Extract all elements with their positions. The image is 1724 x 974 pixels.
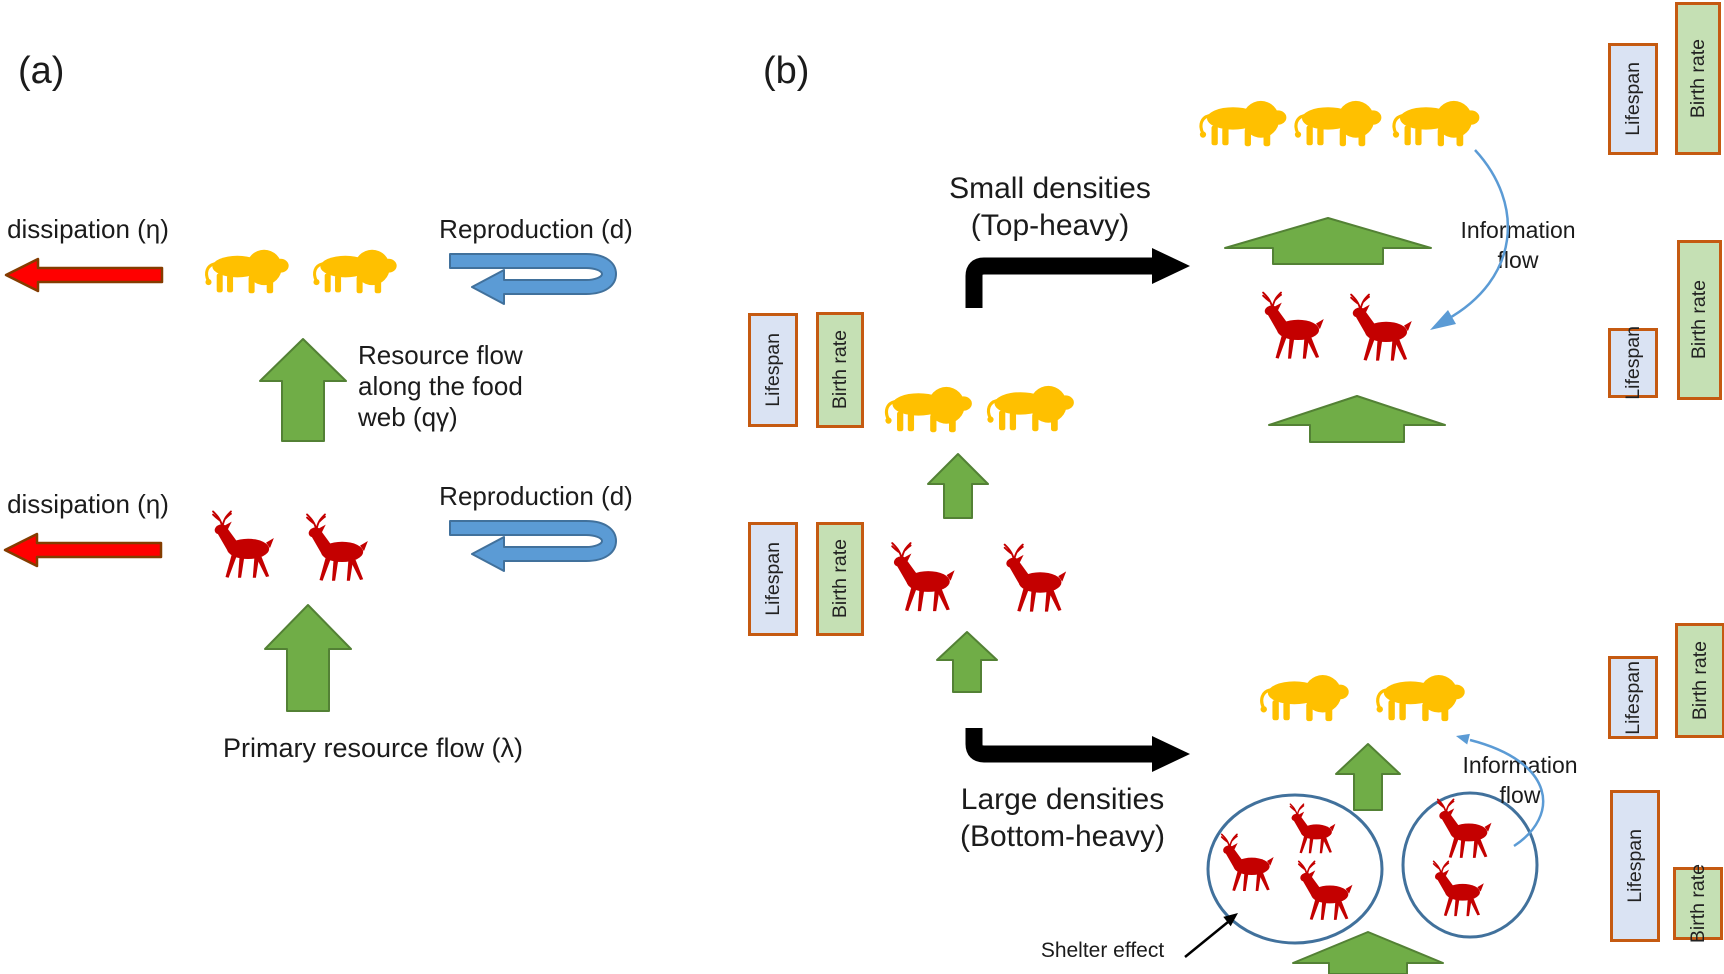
dissipation-arrow-predator-icon bbox=[4, 257, 164, 293]
reproduction-arrow-prey-icon bbox=[449, 520, 617, 572]
lion-icon bbox=[1257, 670, 1350, 723]
birth-rate-label: Birth rate bbox=[1688, 280, 1710, 360]
wide-up-arrow-icon bbox=[1224, 217, 1432, 265]
birth-rate-box: Birth rate bbox=[1677, 240, 1722, 400]
lion-icon bbox=[202, 245, 290, 295]
birth-rate-label: Birth rate bbox=[1686, 38, 1709, 119]
up-arrow-icon bbox=[1335, 743, 1401, 811]
small-densities-arrow-icon bbox=[965, 248, 1190, 308]
lifespan-label: Lifespan bbox=[1621, 326, 1644, 400]
reproduction-label-prey: Reproduction (d) bbox=[439, 481, 633, 511]
lifespan-label: Lifespan bbox=[761, 333, 784, 407]
lifespan-box: Lifespan bbox=[1610, 790, 1660, 942]
deer-icon bbox=[1278, 803, 1350, 855]
panel-a-label: (a) bbox=[18, 50, 65, 92]
reproduction-label-predator: Reproduction (d) bbox=[439, 214, 633, 244]
resource-flow-arrow-icon bbox=[259, 338, 347, 442]
information-flow-arrow-icon bbox=[1430, 149, 1510, 330]
lion-icon bbox=[310, 245, 398, 295]
lion-icon bbox=[880, 382, 975, 434]
deer-icon bbox=[1420, 860, 1500, 918]
birth-rate-box: Birth rate bbox=[1675, 623, 1724, 738]
shelter-effect-label: Shelter effect bbox=[1040, 939, 1165, 962]
information-flow-arrow-icon bbox=[1456, 733, 1545, 848]
deer-icon bbox=[300, 512, 378, 584]
small-densities-title: Small densities (Top-heavy) bbox=[920, 170, 1180, 244]
lifespan-box: Lifespan bbox=[1608, 656, 1658, 739]
shelter-circles-icon bbox=[1206, 791, 1539, 945]
deer-icon bbox=[206, 508, 284, 582]
deer-icon bbox=[1210, 833, 1288, 893]
information-flow-label: Information flow bbox=[1462, 752, 1578, 808]
lifespan-label: Lifespan bbox=[761, 542, 784, 616]
birth-rate-box: Birth rate bbox=[1675, 2, 1721, 155]
deer-icon bbox=[1255, 291, 1335, 361]
lion-icon bbox=[982, 381, 1077, 433]
deer-icon bbox=[1291, 860, 1363, 922]
deer-icon bbox=[1343, 293, 1423, 363]
dissipation-arrow-prey-icon bbox=[3, 532, 163, 568]
primary-resource-arrow-icon bbox=[264, 604, 352, 712]
up-arrow-icon bbox=[936, 631, 998, 693]
primary-resource-label: Primary resource flow (λ) bbox=[222, 733, 524, 763]
reproduction-arrow-predator-icon bbox=[449, 253, 617, 305]
lion-icon bbox=[1292, 96, 1382, 148]
lifespan-box: Lifespan bbox=[1608, 43, 1658, 155]
birth-rate-label: Birth rate bbox=[828, 539, 851, 619]
birth-rate-box: Birth rate bbox=[1673, 863, 1723, 944]
large-densities-title: Large densities (Bottom-heavy) bbox=[930, 781, 1195, 855]
lifespan-box: Lifespan bbox=[748, 522, 798, 636]
large-densities-line1: Large densities bbox=[960, 783, 1165, 816]
deer-icon bbox=[997, 543, 1077, 614]
lifespan-label: Lifespan bbox=[1621, 660, 1644, 735]
lifespan-label: Lifespan bbox=[1621, 62, 1644, 136]
lifespan-box: Lifespan bbox=[1608, 326, 1658, 400]
small-densities-line1: Small densities bbox=[949, 172, 1151, 205]
dissipation-label-prey: dissipation (η) bbox=[7, 489, 169, 519]
lifespan-label: Lifespan bbox=[1623, 829, 1646, 903]
panel-b-label: (b) bbox=[763, 50, 810, 92]
dissipation-label-predator: dissipation (η) bbox=[7, 214, 169, 244]
birth-rate-label: Birth rate bbox=[1688, 640, 1711, 721]
birth-rate-label: Birth rate bbox=[828, 330, 851, 410]
lion-icon bbox=[1373, 670, 1466, 723]
birth-rate-box: Birth rate bbox=[816, 312, 864, 428]
deer-icon bbox=[885, 541, 965, 614]
lion-icon bbox=[1390, 96, 1480, 148]
up-arrow-icon bbox=[927, 453, 989, 519]
wide-up-arrow-icon bbox=[1292, 931, 1444, 974]
lifespan-box: Lifespan bbox=[748, 313, 798, 427]
birth-rate-box: Birth rate bbox=[816, 522, 864, 636]
shelter-pointer-arrow-icon bbox=[1184, 913, 1238, 958]
lion-icon bbox=[1197, 96, 1287, 148]
birth-rate-label: Birth rate bbox=[1686, 863, 1709, 944]
resource-flow-label: Resource flow along the food web (qγ) bbox=[358, 340, 523, 432]
large-densities-arrow-icon bbox=[965, 728, 1190, 772]
small-densities-line2: (Top-heavy) bbox=[970, 209, 1130, 242]
wide-up-arrow-icon bbox=[1268, 395, 1446, 443]
large-densities-line2: (Bottom-heavy) bbox=[959, 820, 1166, 853]
